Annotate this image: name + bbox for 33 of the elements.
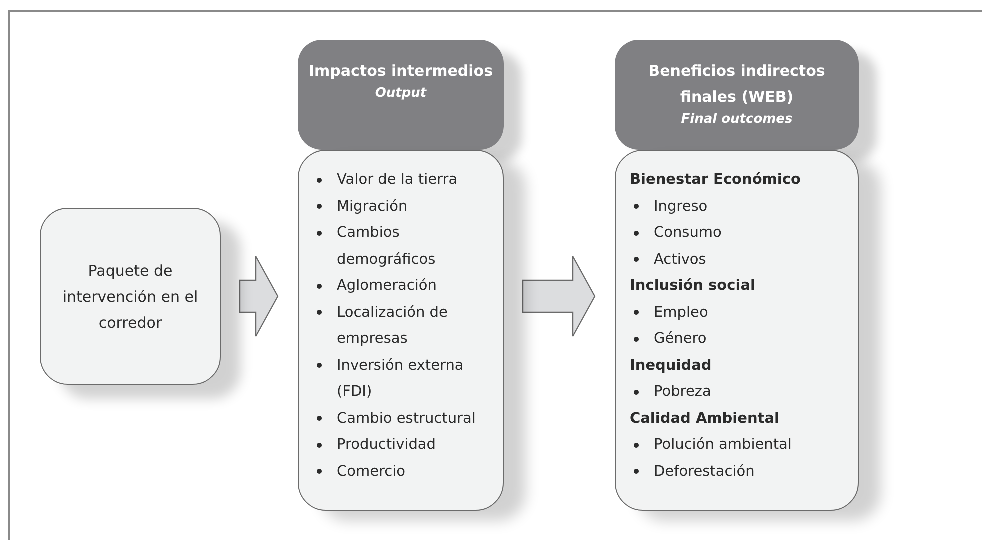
list-item: Activos [654, 250, 706, 270]
list-item: Aglomeración [337, 277, 437, 296]
list-item: Valor de la tierra [337, 171, 458, 190]
list-item: Cambios demográficos [337, 224, 437, 270]
list-item: Deforestación [654, 462, 755, 482]
header-box [615, 40, 859, 150]
list-item: Comercio [337, 462, 406, 482]
list-item: Migración [337, 198, 408, 216]
list-item: Cambio estructural [337, 410, 476, 428]
list-item: Inversión externa (FDI) [337, 356, 465, 402]
list-box [615, 150, 859, 511]
category-heading: Bienestar Económico [630, 171, 802, 190]
category-heading: Inclusión social [630, 277, 756, 296]
list-item: Productividad [337, 436, 436, 455]
category-heading: Inequidad [630, 356, 713, 376]
box-label: Paquete de intervención en el corredor [62, 260, 200, 334]
category-heading: Calidad Ambiental [630, 410, 780, 428]
list-item: Género [654, 330, 707, 349]
list-item: Empleo [654, 304, 708, 322]
list-item: Pobreza [654, 383, 712, 402]
list-item: Consumo [654, 224, 722, 243]
column-subheading: Final outcomes [681, 111, 793, 129]
list-item: Polución ambiental [654, 436, 792, 455]
process-box [40, 208, 221, 385]
column-heading: Impactos intermedios [308, 61, 494, 82]
list-item: Localización de empresas [337, 304, 449, 349]
column-subheading: Output [375, 85, 427, 103]
header-box [298, 40, 504, 150]
list-box [298, 150, 504, 511]
block-arrow [239, 256, 279, 338]
column-heading: Beneficios indirectos finales (WEB) [648, 61, 826, 108]
block-arrow [522, 256, 596, 338]
list-item: Ingreso [654, 198, 708, 216]
